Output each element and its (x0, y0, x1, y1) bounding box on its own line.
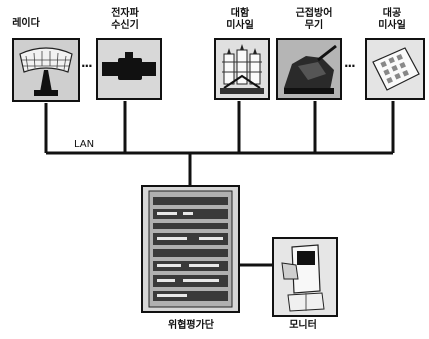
system-label-receiver: 전자파 수신기 (111, 8, 139, 31)
system-label-anti-ship-missile: 대함 미사일 (226, 8, 254, 31)
anti-ship-missile-icon (214, 38, 270, 100)
system-label-ciws: 근접방어 무기 (295, 8, 333, 31)
lan-label: LAN (74, 139, 95, 150)
threat-evaluator-label: 위협평가단 (168, 320, 214, 331)
anti-air-missile-icon (365, 38, 425, 100)
ellipsis-1: ... (81, 56, 93, 70)
radar-icon (12, 38, 80, 102)
system-label-radar: 레이다 (12, 18, 40, 29)
system-label-anti-air-missile: 대공 미사일 (378, 8, 406, 31)
receiver-icon (96, 38, 162, 100)
monitor-icon (272, 237, 338, 317)
ellipsis-2: ... (344, 56, 356, 70)
monitor-label: 모니터 (289, 320, 317, 331)
server-rack-icon (141, 185, 240, 313)
ciws-icon (276, 38, 342, 100)
